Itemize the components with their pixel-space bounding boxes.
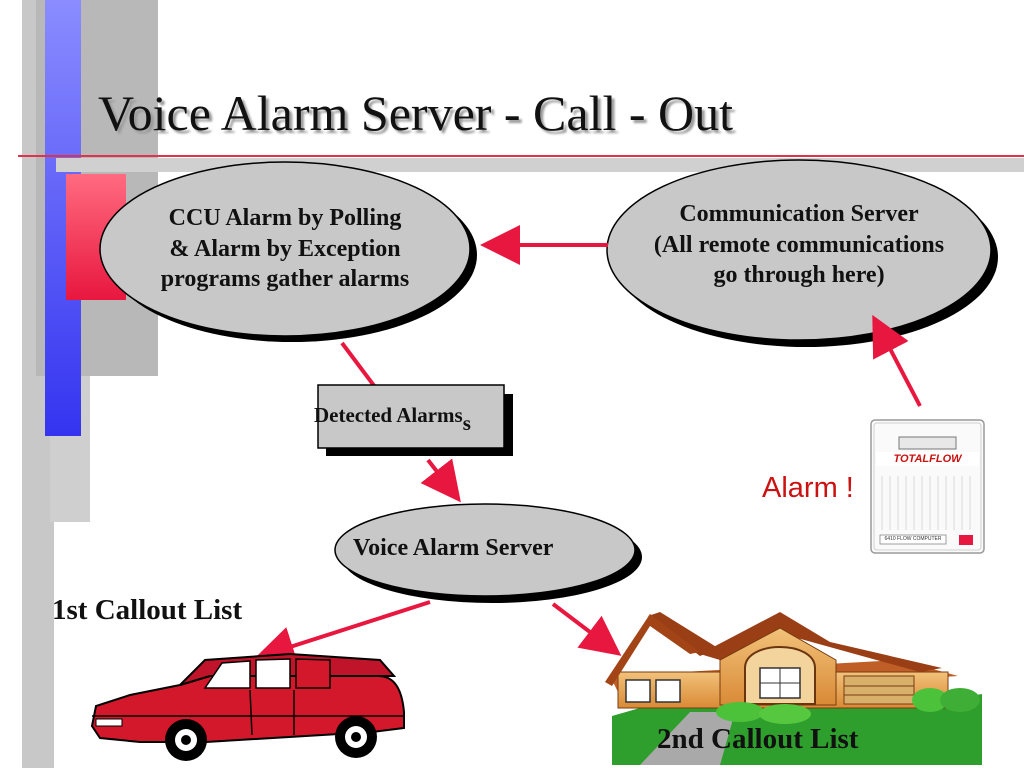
voice-server-node xyxy=(334,503,642,603)
arrow-device-to-comm xyxy=(872,314,922,407)
ccu-node xyxy=(99,161,477,342)
callout-list-2-label: 2nd Callout List xyxy=(657,723,859,755)
callout-list-1-label: 1st Callout List xyxy=(52,594,243,626)
arrow-voice-to-house xyxy=(551,602,622,656)
device-model-label: 6410 FLOW COMPUTER xyxy=(884,536,942,542)
alarm-label: Alarm ! xyxy=(762,472,854,504)
slide-title: Voice Alarm Server - Call - Out xyxy=(98,85,734,141)
comm-server-node xyxy=(606,159,998,347)
detected-alarms-overflow: s xyxy=(462,411,471,435)
detected-alarms-label: Detected Alarmss xyxy=(314,403,471,435)
device-brand-label: TOTALFLOW xyxy=(893,453,962,465)
arrow-detected-to-voice xyxy=(420,458,461,503)
comm-line-2: (All remote communications xyxy=(653,231,945,258)
ccu-line-2: & Alarm by Exception xyxy=(169,235,401,262)
comm-line-1: Communication Server xyxy=(679,201,919,227)
voice-server-label: Voice Alarm Server xyxy=(353,535,554,561)
detected-alarms-box xyxy=(317,384,513,456)
title-rule xyxy=(18,155,1024,157)
comm-server-node-text: Communication Server (All remote communi… xyxy=(605,199,993,291)
totalflow-device xyxy=(870,419,985,554)
comm-line-3: go through here) xyxy=(713,262,885,289)
ccu-node-text: CCU Alarm by Polling & Alarm by Exceptio… xyxy=(112,203,458,295)
van-illustration xyxy=(90,652,405,761)
detected-alarms-text: Detected Alarms xyxy=(314,403,463,427)
ccu-line-3: programs gather alarms xyxy=(160,266,410,293)
arrow-ccu-to-detected xyxy=(340,341,377,389)
arrow-voice-to-van xyxy=(254,600,431,666)
ccu-line-1: CCU Alarm by Polling xyxy=(168,205,402,231)
house-illustration xyxy=(605,612,982,765)
